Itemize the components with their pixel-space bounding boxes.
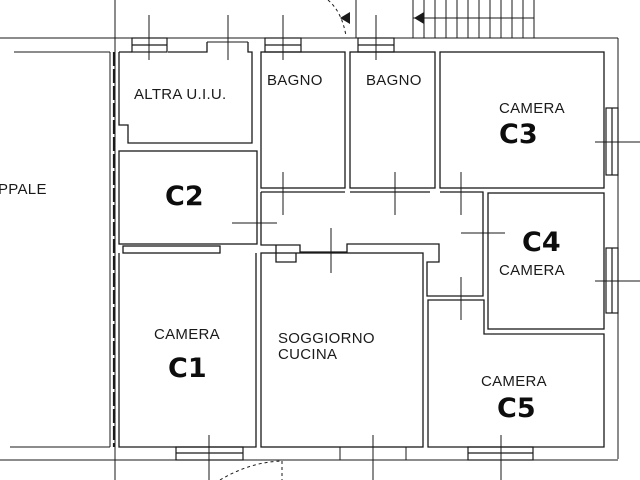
stair-arrow-icon — [414, 12, 424, 24]
room-label-camera-c1: CAMERA — [154, 326, 220, 343]
room-label-camera-c3: CAMERA — [499, 100, 565, 117]
room-label-camera-c4: CAMERA — [499, 262, 565, 279]
staircase-bottom — [219, 460, 283, 480]
room-label-partial-left: PPALE — [0, 181, 47, 198]
room-code-c4: C4 — [522, 227, 561, 258]
room-label-bagno-1: BAGNO — [267, 72, 323, 89]
wall-soggiorno — [260, 252, 424, 448]
room-label-altra-uiu: ALTRA U.I.U. — [134, 86, 227, 103]
room-code-c3: C3 — [499, 119, 538, 150]
stair-arrow-icon — [340, 12, 350, 24]
room-code-c2: C2 — [165, 181, 204, 212]
room-label-cucina: CUCINA — [278, 346, 338, 363]
right-windows — [595, 107, 640, 314]
wall-camera-c4 — [487, 192, 605, 330]
wall-bagno-2 — [349, 51, 436, 189]
room-label-camera-c5: CAMERA — [481, 373, 547, 390]
wall-camera-c3 — [439, 51, 605, 189]
door-markers — [232, 172, 505, 320]
wall-camera-c1 — [118, 253, 257, 448]
wall-corridor — [260, 191, 484, 297]
room-label-soggiorno: SOGGIORNO — [278, 330, 375, 347]
wall-camera-c5 — [427, 299, 605, 448]
wall-bagno-1 — [260, 51, 346, 189]
bottom-windows — [175, 435, 534, 480]
wall-altra-uiu — [118, 42, 253, 144]
room-code-c1: C1 — [168, 353, 207, 384]
room-label-bagno-2: BAGNO — [366, 72, 422, 89]
room-code-c5: C5 — [497, 393, 536, 424]
wall-room-c2 — [118, 150, 258, 245]
staircase-top — [327, 0, 535, 38]
